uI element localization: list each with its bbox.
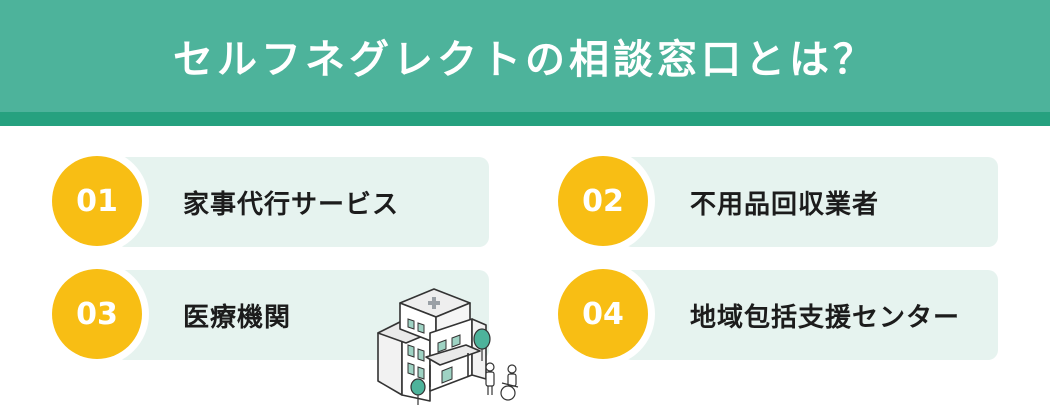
number-badge: 04 — [558, 269, 648, 359]
header-banner — [0, 0, 1050, 112]
list-item-label: 地域包括支援センター — [690, 302, 961, 333]
list-item-community-support: 地域包括支援センター — [622, 270, 998, 360]
list-item-junk-removal: 不用品回収業者 — [622, 157, 998, 247]
page-title: セルフネグレクトの相談窓口とは？ — [173, 37, 877, 83]
list-item-housekeeping: 家事代行サービス — [115, 157, 489, 247]
list-item-label: 不用品回収業者 — [690, 189, 880, 220]
number-badge: 01 — [52, 156, 142, 246]
hospital-building-icon — [377, 288, 519, 405]
header-stripe — [0, 112, 1050, 126]
number-badge: 02 — [558, 156, 648, 246]
number-badge: 03 — [52, 269, 142, 359]
list-item-label: 家事代行サービス — [183, 189, 400, 220]
list-item-label: 医療機関 — [183, 302, 292, 333]
